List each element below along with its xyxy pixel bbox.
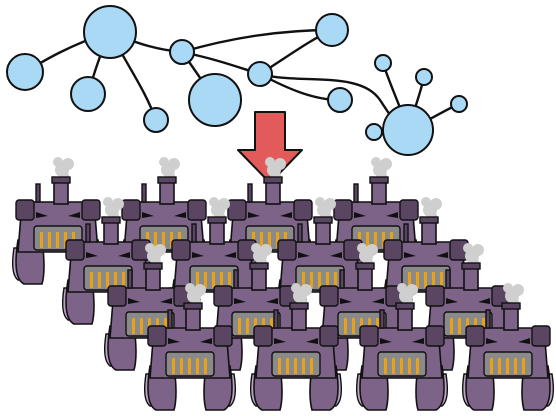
network-node-n12 [415,68,433,86]
network-node-n1 [83,5,137,59]
network-node-n13 [450,95,468,113]
network-node-n11 [374,54,392,72]
network-node-n9 [327,87,353,113]
down-arrow-icon [237,111,303,184]
network-node-n3 [70,76,106,112]
network-node-n8 [247,61,273,87]
network-node-n5 [169,39,195,65]
network-node-n7 [315,13,349,47]
network-node-n14 [365,123,383,141]
robot-crowd [11,156,555,411]
network-node-n10 [382,104,434,156]
network-nodes [6,5,468,156]
network-node-n4 [143,107,169,133]
network-node-n6 [188,73,242,127]
network-node-n2 [6,53,44,91]
